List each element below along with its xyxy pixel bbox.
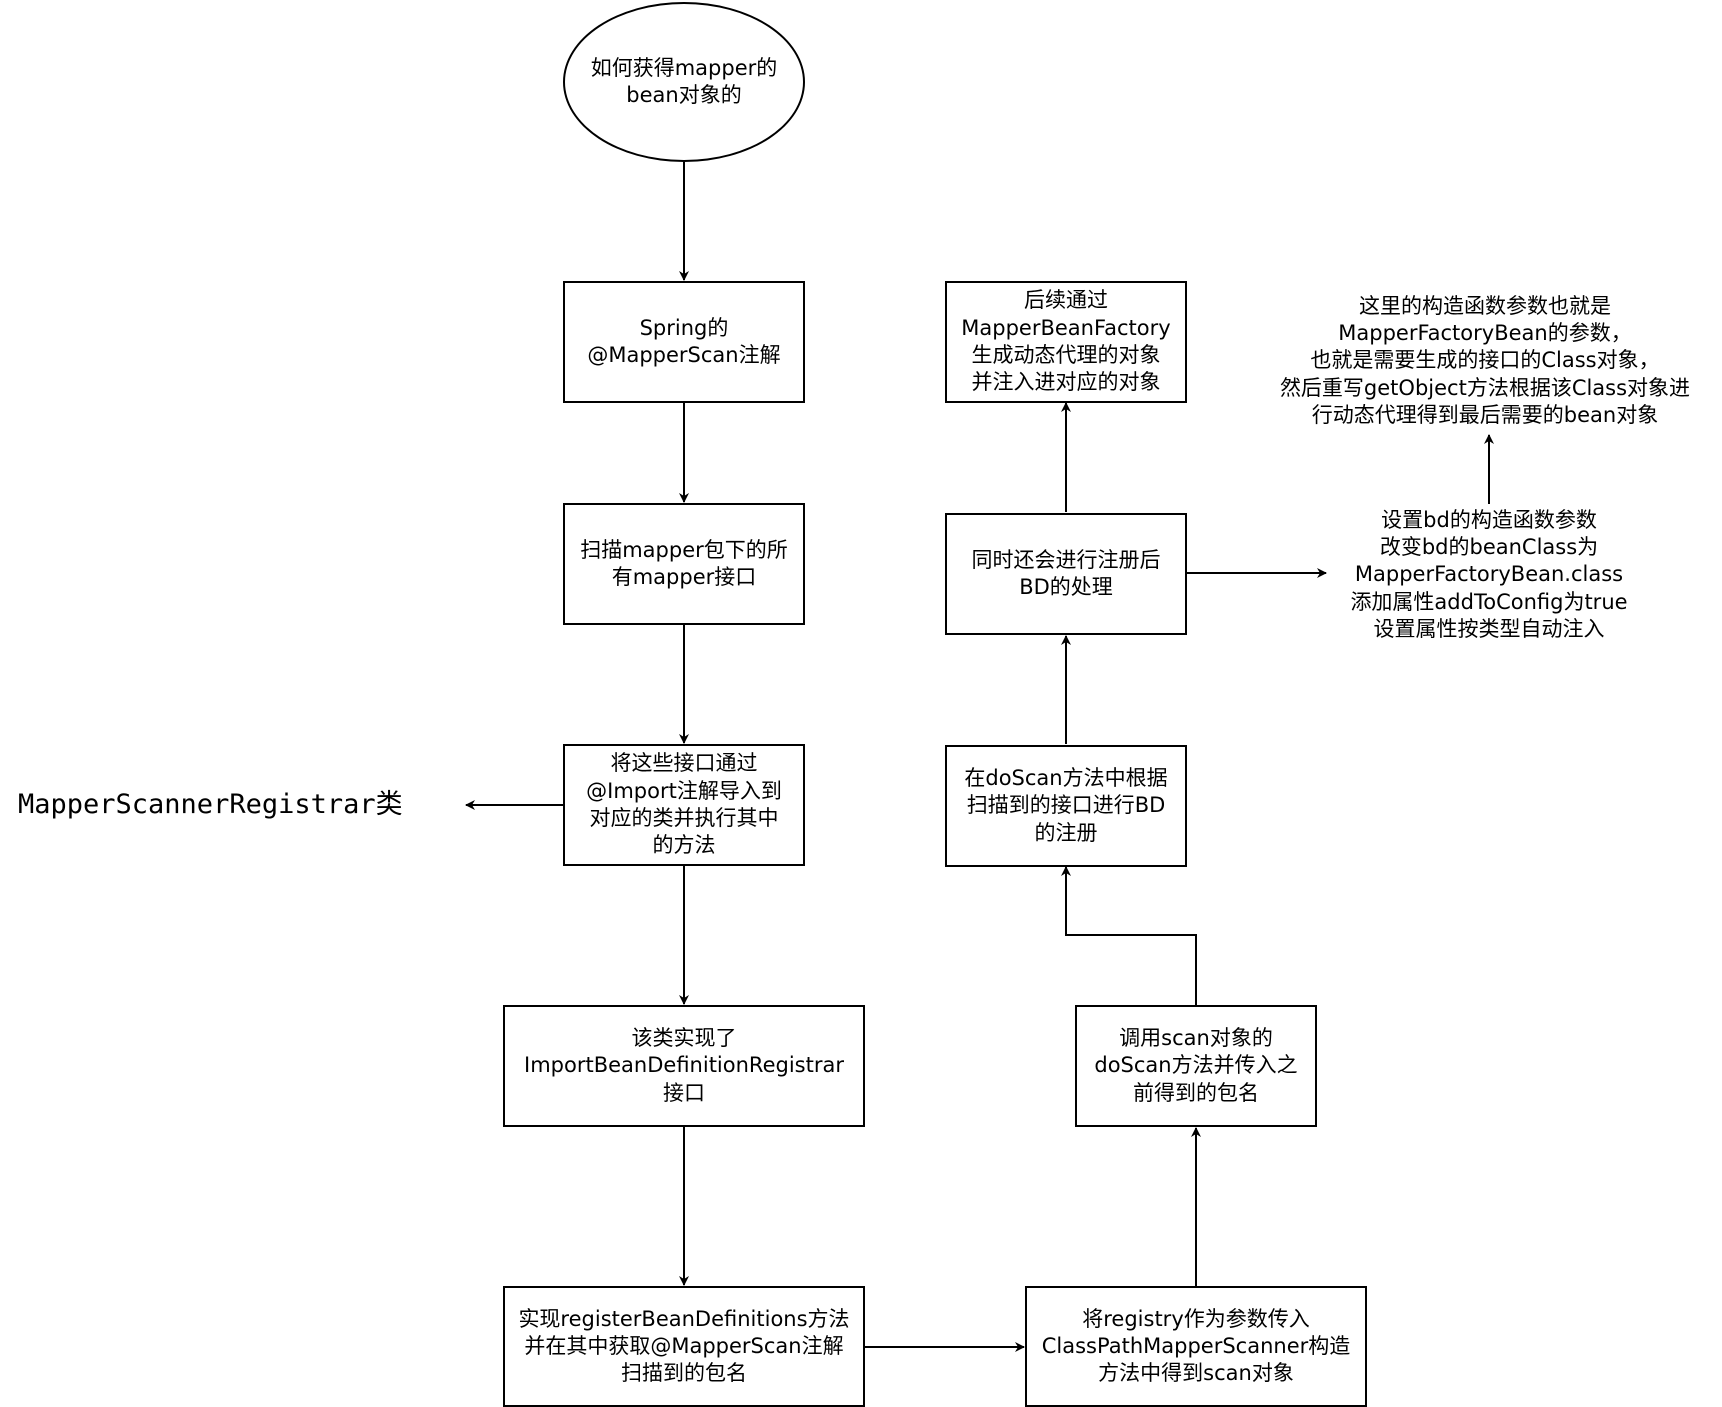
start-ellipse: 如何获得mapper的 bean对象的 <box>563 2 805 162</box>
post-process-label: 同时还会进行注册后 BD的处理 <box>971 547 1161 599</box>
classpath-scanner-label: 将registry作为参数传入 ClassPathMapperScanner构造… <box>1041 1306 1351 1386</box>
call-doscan-label: 调用scan对象的 doScan方法并传入之 前得到的包名 <box>1094 1026 1298 1105</box>
import-registration-label: 将这些接口通过 @Import注解导入到 对应的类并执行其中 的方法 <box>586 751 782 858</box>
doscan-register-label: 在doScan方法中根据 扫描到的接口进行BD 的注册 <box>964 766 1168 845</box>
registrar-class-text: MapperScannerRegistrar类 <box>14 780 454 830</box>
spring-mapperscan-box: Spring的 @MapperScan注解 <box>563 281 805 403</box>
doscan-register-box: 在doScan方法中根据 扫描到的接口进行BD 的注册 <box>945 745 1187 867</box>
constructor-note-text: 这里的构造函数参数也就是 MapperFactoryBean的参数， 也就是需要… <box>1254 290 1716 432</box>
implements-interface-box: 该类实现了 ImportBeanDefinitionRegistrar 接口 <box>503 1005 865 1127</box>
start-label: 如何获得mapper的 bean对象的 <box>590 55 778 107</box>
spring-mapperscan-label: Spring的 @MapperScan注解 <box>587 315 781 367</box>
arrow-doscan-to-bdreg <box>1061 866 1197 1006</box>
bd-settings-text: 设置bd的构造函数参数 改变bd的beanClass为 MapperFactor… <box>1318 505 1660 645</box>
factory-proxy-box: 后续通过 MapperBeanFactory 生成动态代理的对象 并注入进对应的… <box>945 281 1187 403</box>
register-bean-definitions-label: 实现registerBeanDefinitions方法 并在其中获取@Mappe… <box>518 1306 850 1386</box>
post-process-box: 同时还会进行注册后 BD的处理 <box>945 513 1187 635</box>
register-bean-definitions-box: 实现registerBeanDefinitions方法 并在其中获取@Mappe… <box>503 1286 865 1407</box>
call-doscan-box: 调用scan对象的 doScan方法并传入之 前得到的包名 <box>1075 1005 1317 1127</box>
scan-package-box: 扫描mapper包下的所 有mapper接口 <box>563 503 805 625</box>
bd-settings-label: 设置bd的构造函数参数 改变bd的beanClass为 MapperFactor… <box>1350 507 1628 641</box>
factory-proxy-label: 后续通过 MapperBeanFactory 生成动态代理的对象 并注入进对应的… <box>961 288 1171 395</box>
constructor-note-label: 这里的构造函数参数也就是 MapperFactoryBean的参数， 也就是需要… <box>1279 293 1691 427</box>
import-registration-box: 将这些接口通过 @Import注解导入到 对应的类并执行其中 的方法 <box>563 744 805 866</box>
scan-package-label: 扫描mapper包下的所 有mapper接口 <box>580 537 788 589</box>
classpath-scanner-box: 将registry作为参数传入 ClassPathMapperScanner构造… <box>1025 1286 1367 1407</box>
registrar-class-label: MapperScannerRegistrar类 <box>18 789 403 821</box>
implements-interface-label: 该类实现了 ImportBeanDefinitionRegistrar 接口 <box>524 1026 844 1105</box>
